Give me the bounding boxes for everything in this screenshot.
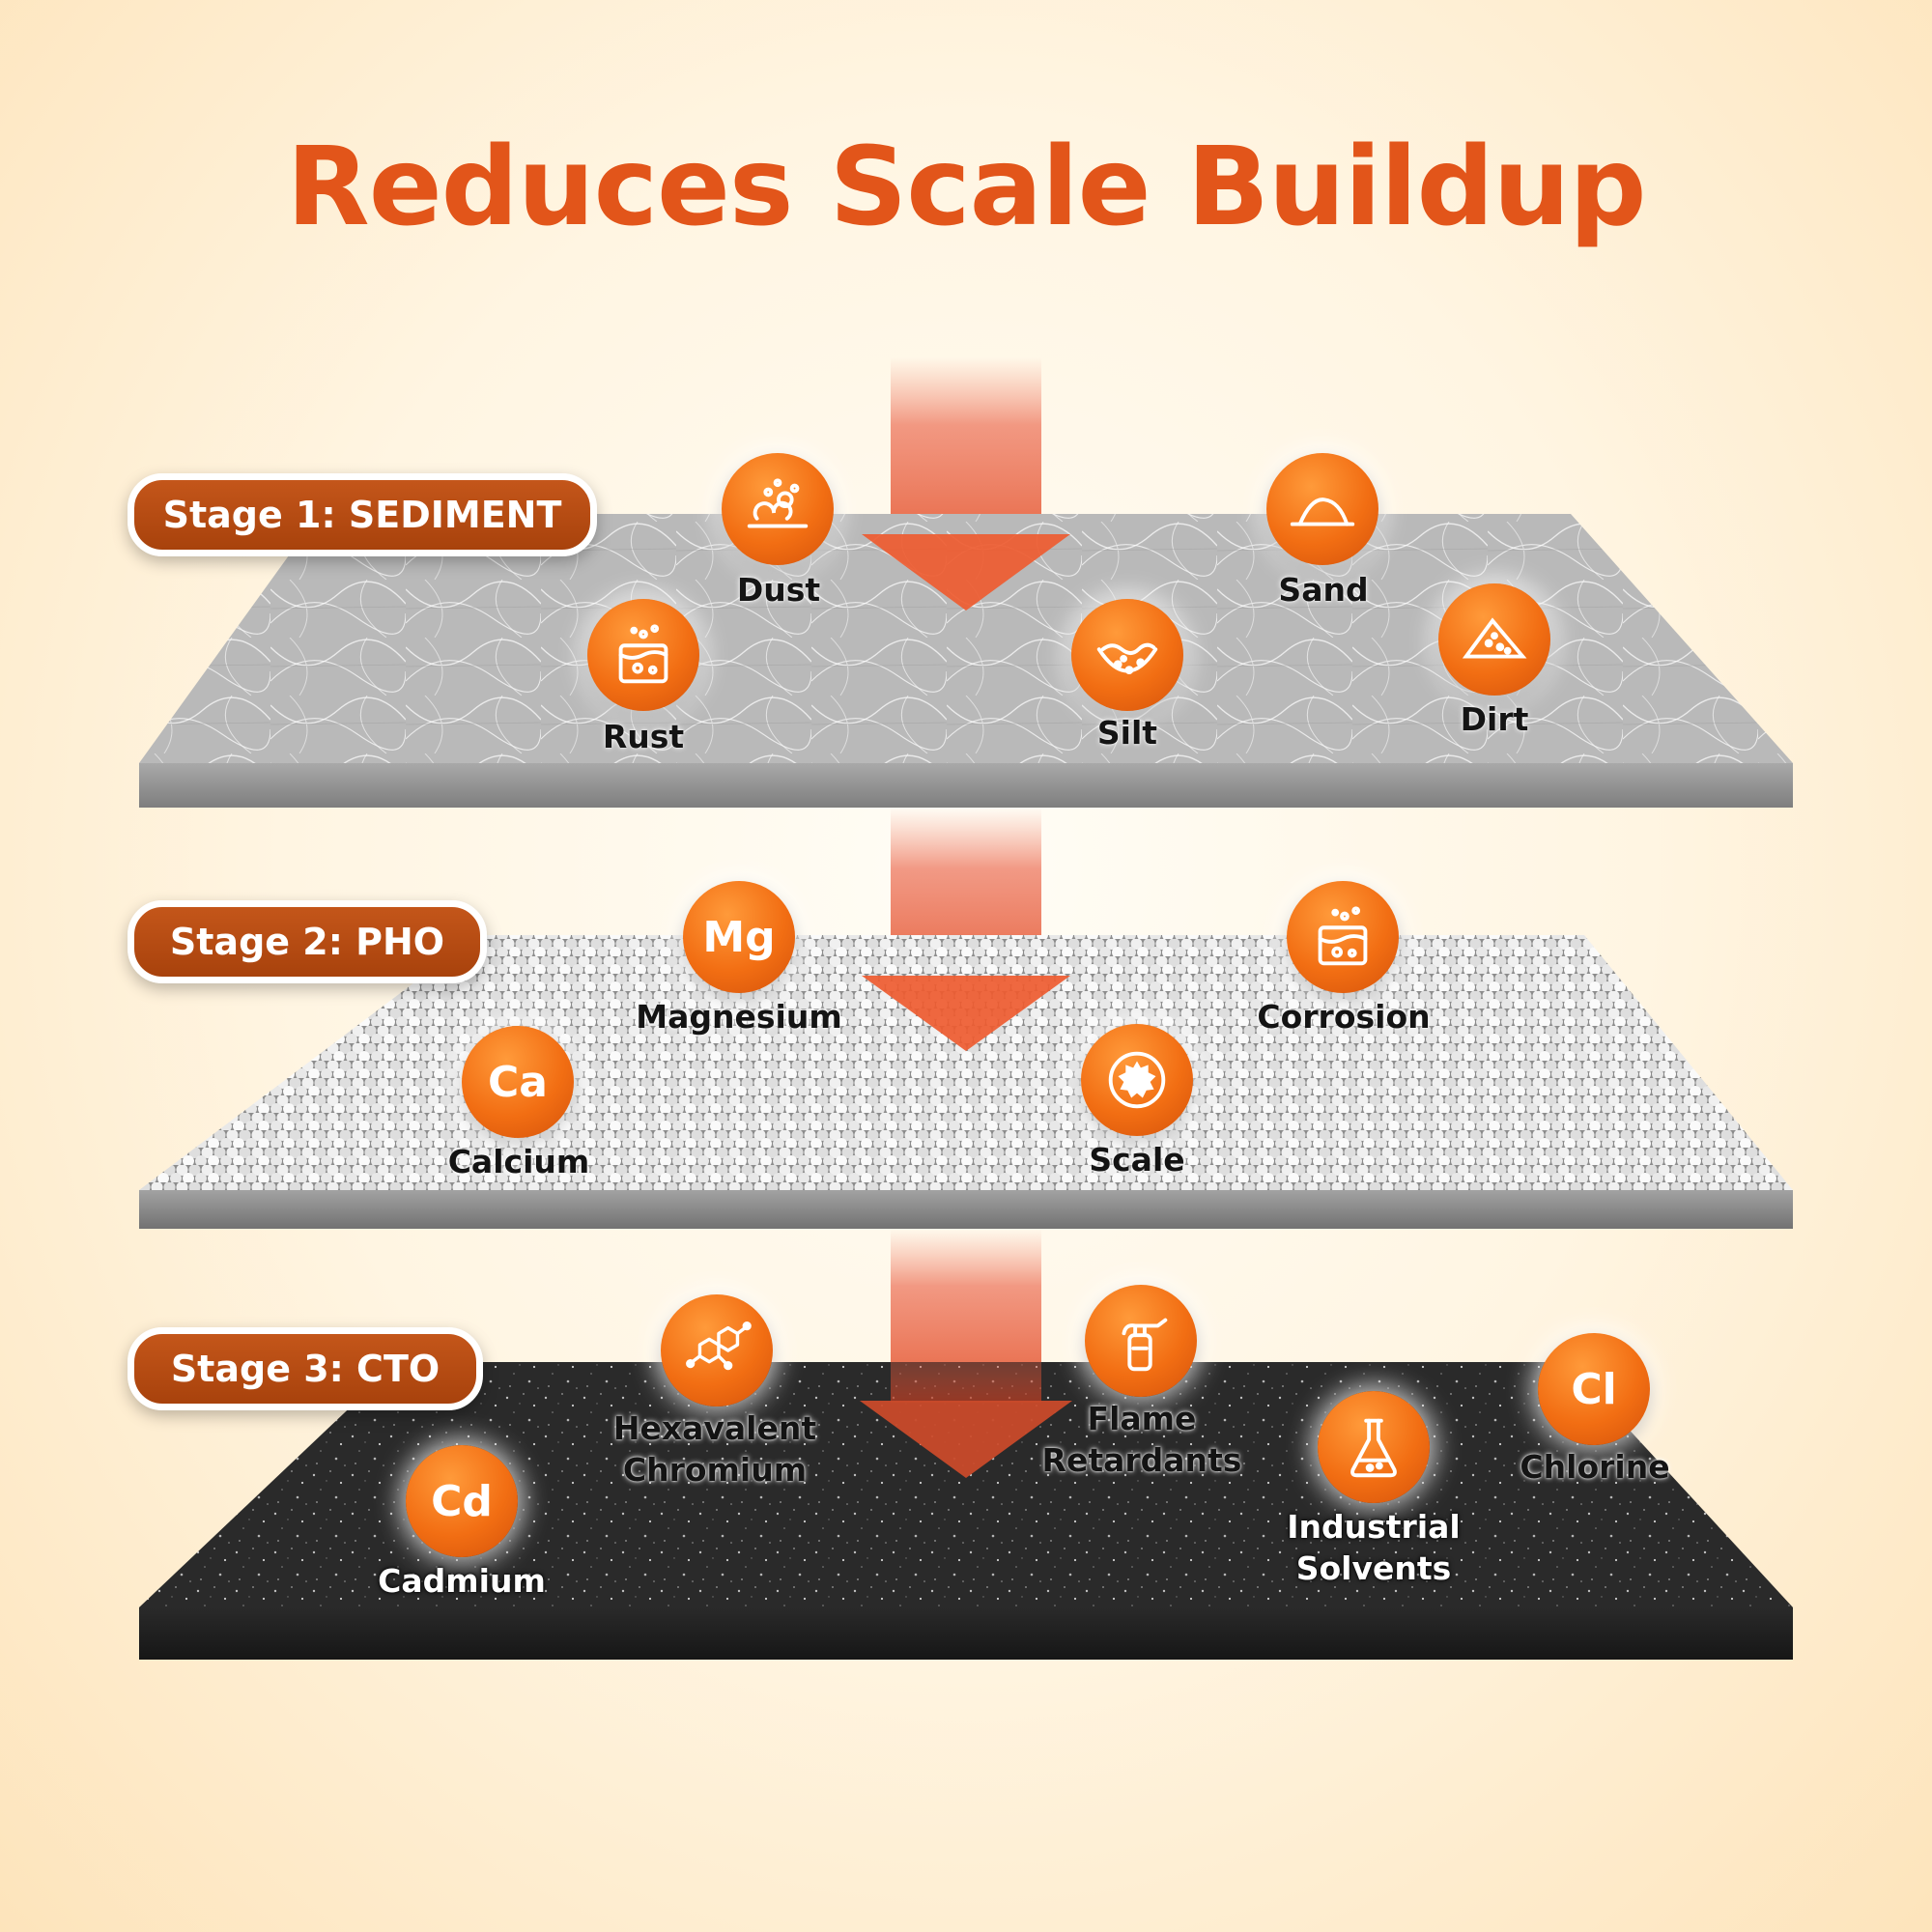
dirt-icon <box>1438 583 1550 696</box>
flow-beam-entry <box>891 1362 1041 1403</box>
dust-label: Dust <box>736 571 821 609</box>
pho-layer-edge <box>139 1190 1793 1229</box>
extinguisher-icon <box>1085 1285 1197 1397</box>
stage-1-label: Stage 1: SEDIMENT <box>128 473 597 556</box>
flow-arrow-3 <box>860 1401 1072 1478</box>
dirt-label: Dirt <box>1460 700 1529 738</box>
dust-icon <box>722 453 834 565</box>
rust-icon <box>587 599 699 711</box>
calcium-label: Calcium <box>447 1143 590 1180</box>
flame-retardants-label: Flame Retardants <box>1041 1400 1242 1479</box>
cto-layer-edge <box>139 1607 1793 1660</box>
corrosion-icon <box>1287 881 1399 993</box>
flow-arrow-2 <box>862 976 1070 1051</box>
cadmium-symbol: Cd <box>406 1445 518 1557</box>
sand-icon <box>1266 453 1378 565</box>
calcium-symbol: Ca <box>462 1026 574 1138</box>
sand-label: Sand <box>1278 571 1369 609</box>
stage-2-label: Stage 2: PHO <box>128 900 487 983</box>
corrosion-label: Corrosion <box>1257 998 1431 1036</box>
flask-icon <box>1318 1391 1430 1503</box>
rust-label: Rust <box>602 718 685 755</box>
molecule-icon <box>661 1294 773 1406</box>
scale-label: Scale <box>1089 1141 1185 1179</box>
sediment-layer-edge <box>139 763 1793 808</box>
chlorine-label: Chlorine <box>1520 1448 1670 1486</box>
flow-arrow-1 <box>862 534 1070 611</box>
pho-layer-top <box>139 935 1793 1190</box>
cadmium-label: Cadmium <box>378 1562 546 1600</box>
silt-label: Silt <box>1096 714 1158 752</box>
silt-icon <box>1071 599 1183 711</box>
magnesium-symbol: Mg <box>683 881 795 993</box>
chlorine-symbol: Cl <box>1538 1333 1650 1445</box>
industrial-solvents-label: Industrial Solvents <box>1287 1508 1461 1587</box>
stage-3-label: Stage 3: CTO <box>128 1327 483 1410</box>
hexavalent-chromium-label: Hexavalent Chromium <box>612 1409 817 1489</box>
scale-gear-icon <box>1081 1024 1193 1136</box>
magnesium-label: Magnesium <box>636 998 842 1036</box>
page-title: Reduces Scale Buildup <box>286 125 1646 250</box>
sediment-layer-top <box>139 514 1793 763</box>
